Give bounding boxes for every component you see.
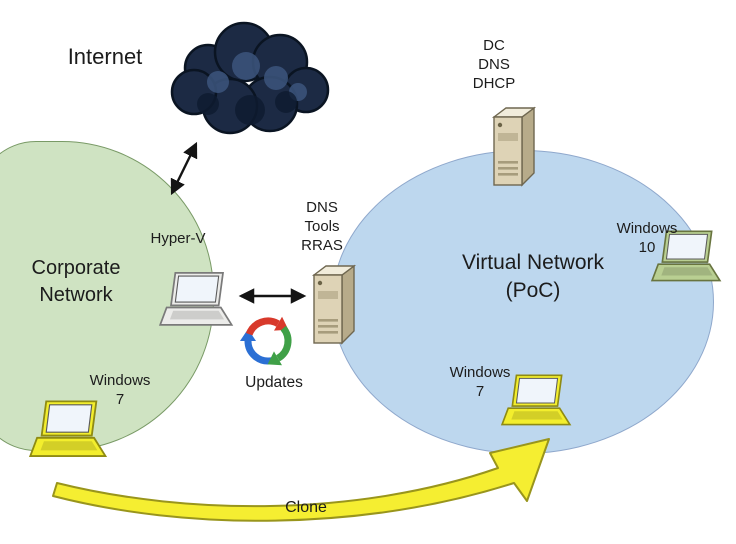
label-corporate-line2: Network: [39, 284, 113, 306]
label-w7corp-line1: Windows: [89, 372, 151, 389]
dc-server-icon: [491, 106, 537, 187]
label-w7poc-line1: Windows: [449, 364, 511, 381]
label-corporate-line1: Corporate: [31, 257, 121, 279]
sync-arm-blue: [239, 328, 273, 365]
label-virtual-line1: Virtual Network: [462, 251, 604, 274]
label-windows-7-poc: Windows 7: [436, 363, 524, 401]
hyperv-laptop-icon: [158, 271, 234, 326]
label-windows-10: Windows 10: [602, 219, 692, 257]
label-dns-line3: RRAS: [301, 237, 343, 254]
label-dc-line1: DC: [483, 37, 505, 54]
label-w7corp-line2: 7: [115, 391, 125, 408]
dns-server-icon: [311, 264, 357, 345]
label-windows-7-corporate: Windows 7: [76, 371, 164, 409]
label-dc-line2: DNS: [478, 56, 510, 73]
label-dns-line2: Tools: [304, 218, 340, 235]
sync-arm-green: [267, 325, 292, 366]
label-virtual-network: Virtual Network (PoC): [423, 249, 643, 305]
internet-corporate-arrow: [170, 141, 198, 196]
label-w7poc-line2: 7: [475, 383, 485, 400]
label-clone: Clone: [285, 499, 327, 516]
windows10-laptop-icon: [650, 230, 722, 282]
label-virtual-line2: (PoC): [505, 279, 561, 302]
label-hyper-v: Hyper-V: [150, 230, 206, 247]
label-updates: Updates: [245, 374, 303, 391]
label-dns-line1: DNS: [306, 199, 338, 216]
label-w10-line2: 10: [638, 239, 656, 256]
label-dc-server: DC DNS DHCP: [444, 36, 544, 93]
windows7-poc-laptop-icon: [500, 374, 572, 426]
label-dns-server: DNS Tools RRAS: [272, 198, 372, 255]
updates-sync-icon: [239, 316, 292, 366]
label-dc-line3: DHCP: [472, 75, 516, 92]
internet-cloud-icon: [170, 21, 330, 135]
label-w10-line1: Windows: [616, 220, 678, 237]
label-internet: Internet: [67, 44, 143, 69]
label-corporate-network: Corporate Network: [0, 255, 152, 309]
